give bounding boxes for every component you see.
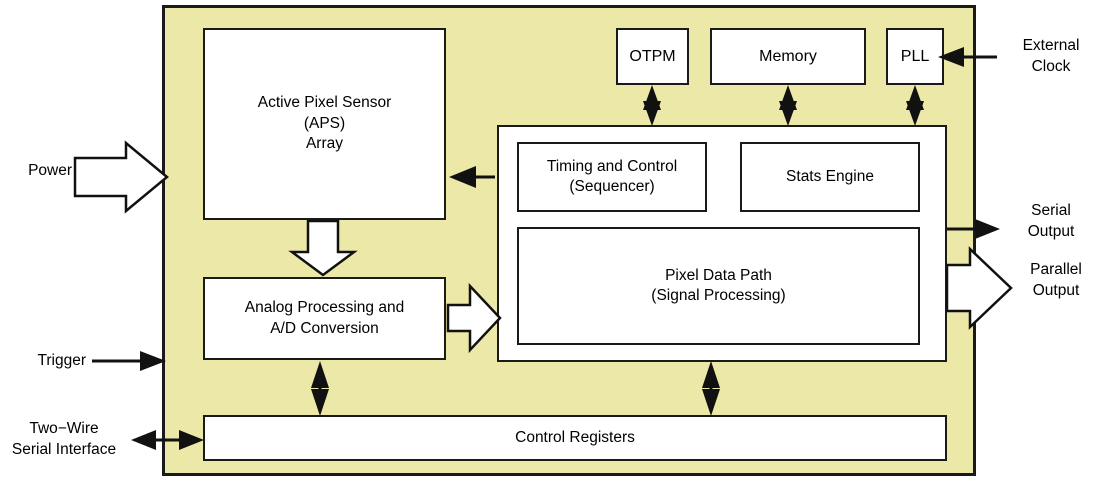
io-label-two-wire-serial-interface: Two−Wire Serial Interface [0,418,128,461]
parallel-output-line-1: Parallel [1030,261,1082,278]
block-control-registers: Control Registers [203,415,947,461]
block-pixel-data-path: Pixel Data Path (Signal Processing) [517,227,920,345]
io-label-trigger: Trigger [6,350,86,371]
aps-line-1: Active Pixel Sensor [257,94,392,112]
io-label-power: Power [6,160,72,181]
timing-line-1: Timing and Control [546,157,678,175]
analog-line-2: A/D Conversion [270,319,379,337]
block-otpm: OTPM [616,28,689,85]
registers-label: Control Registers [515,428,635,446]
power-label-text: Power [28,162,72,179]
io-label-external-clock: External Clock [1006,35,1096,78]
arrow-right-icon-trigger [92,351,166,371]
block-arrow-right-icon-power [73,140,169,214]
memory-label: Memory [759,47,817,65]
io-label-serial-output: Serial Output [1008,200,1094,243]
analog-line-1: Analog Processing and [244,299,405,317]
block-stats-engine: Stats Engine [740,142,920,212]
pll-label: PLL [900,47,930,65]
external-clock-line-2: Clock [1031,58,1071,76]
block-memory: Memory [710,28,866,85]
trigger-label-text: Trigger [37,352,86,369]
datapath-line-1: Pixel Data Path [665,266,772,284]
timing-line-2: (Sequencer) [569,178,655,195]
parallel-output-line-2: Output [1032,282,1080,300]
block-active-pixel-sensor-array: Active Pixel Sensor (APS) Array [203,28,446,220]
aps-line-3: Array [305,135,344,153]
two-wire-line-1: Two−Wire [29,420,99,437]
external-clock-line-1: External [1022,37,1080,54]
block-pll: PLL [886,28,944,85]
serial-output-line-2: Output [1027,223,1075,241]
io-label-parallel-output: Parallel Output [1012,259,1100,302]
aps-line-2: (APS) [303,114,346,132]
two-wire-line-2: Serial Interface [11,441,117,459]
otpm-label: OTPM [629,47,676,65]
serial-output-line-1: Serial [1031,202,1071,219]
stats-label: Stats Engine [786,167,874,185]
block-timing-and-control: Timing and Control (Sequencer) [517,142,707,212]
block-analog-processing: Analog Processing and A/D Conversion [203,277,446,360]
datapath-line-2: (Signal Processing) [651,287,786,304]
